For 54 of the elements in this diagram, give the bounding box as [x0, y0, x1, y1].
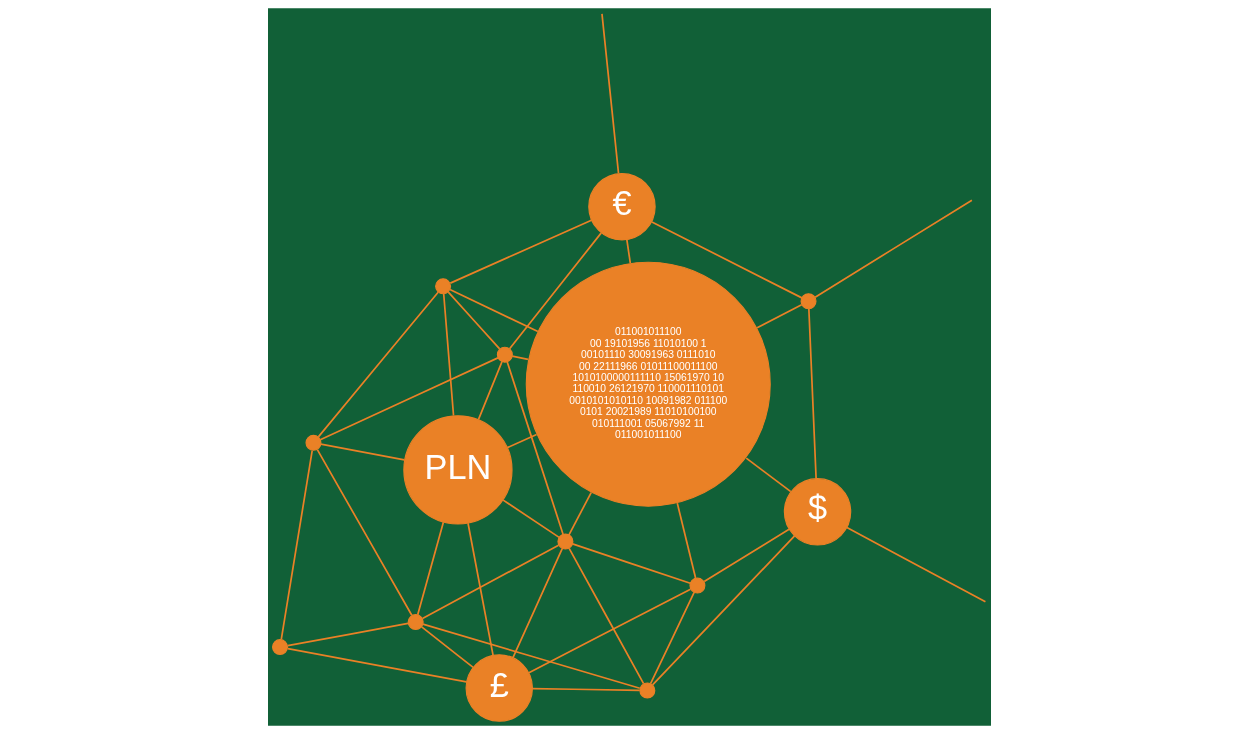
connector: [702, 528, 790, 583]
connector: [511, 547, 563, 659]
connector: [651, 535, 795, 686]
node-circle: [304, 434, 321, 451]
connector: [319, 443, 405, 461]
connector: [505, 360, 564, 536]
connector: [448, 219, 592, 284]
connector: [279, 449, 313, 641]
connector: [448, 288, 539, 333]
connector: [625, 238, 631, 264]
node-circle: [688, 577, 705, 594]
node-circle: [407, 614, 424, 631]
node-circle: [638, 682, 655, 699]
connector: [527, 588, 691, 674]
node-circle: €: [587, 173, 656, 241]
node-circle: $: [783, 478, 851, 546]
node-circle: PLN: [402, 415, 513, 525]
connector: [531, 687, 640, 692]
connector: [510, 355, 529, 361]
connector: [649, 591, 695, 685]
node-circle: [271, 639, 288, 656]
connector: [286, 622, 409, 647]
connector: [845, 526, 986, 603]
connector: [600, 13, 619, 175]
connector: [650, 221, 803, 299]
connector: [477, 361, 503, 421]
connector: [421, 623, 641, 690]
connector: [501, 499, 560, 539]
connector: [286, 647, 467, 683]
connector: [571, 543, 691, 585]
connector: [508, 232, 602, 350]
connector: [506, 433, 537, 449]
node-circle: [800, 293, 817, 310]
connector: [567, 547, 644, 685]
node-circle: 011001011100 00 19101956 11010100 1 00101110 30091963 0111010 00 22111966 01011100011100 1010100000111110 15061970 10 110010 26121970 110001110101 0010101010110 10091982 011100 0101 20021989 11010100100 010111001 05067992 11 011001011100: [525, 261, 771, 507]
connector: [813, 199, 973, 299]
node-circle: [496, 346, 513, 363]
connector: [744, 457, 792, 493]
connector: [317, 291, 439, 438]
node-circle: [556, 533, 573, 550]
connector: [420, 625, 474, 669]
connector: [421, 544, 559, 620]
connector: [755, 303, 802, 329]
connector: [447, 291, 500, 350]
connector: [675, 502, 696, 579]
node-circle: [434, 278, 451, 295]
node-circle: £: [465, 654, 533, 722]
connector: [442, 292, 454, 417]
connector: [316, 448, 413, 617]
connector: [567, 491, 592, 536]
connector: [416, 521, 444, 616]
connector: [466, 522, 494, 657]
connector: [318, 357, 499, 441]
connector: [807, 307, 817, 480]
